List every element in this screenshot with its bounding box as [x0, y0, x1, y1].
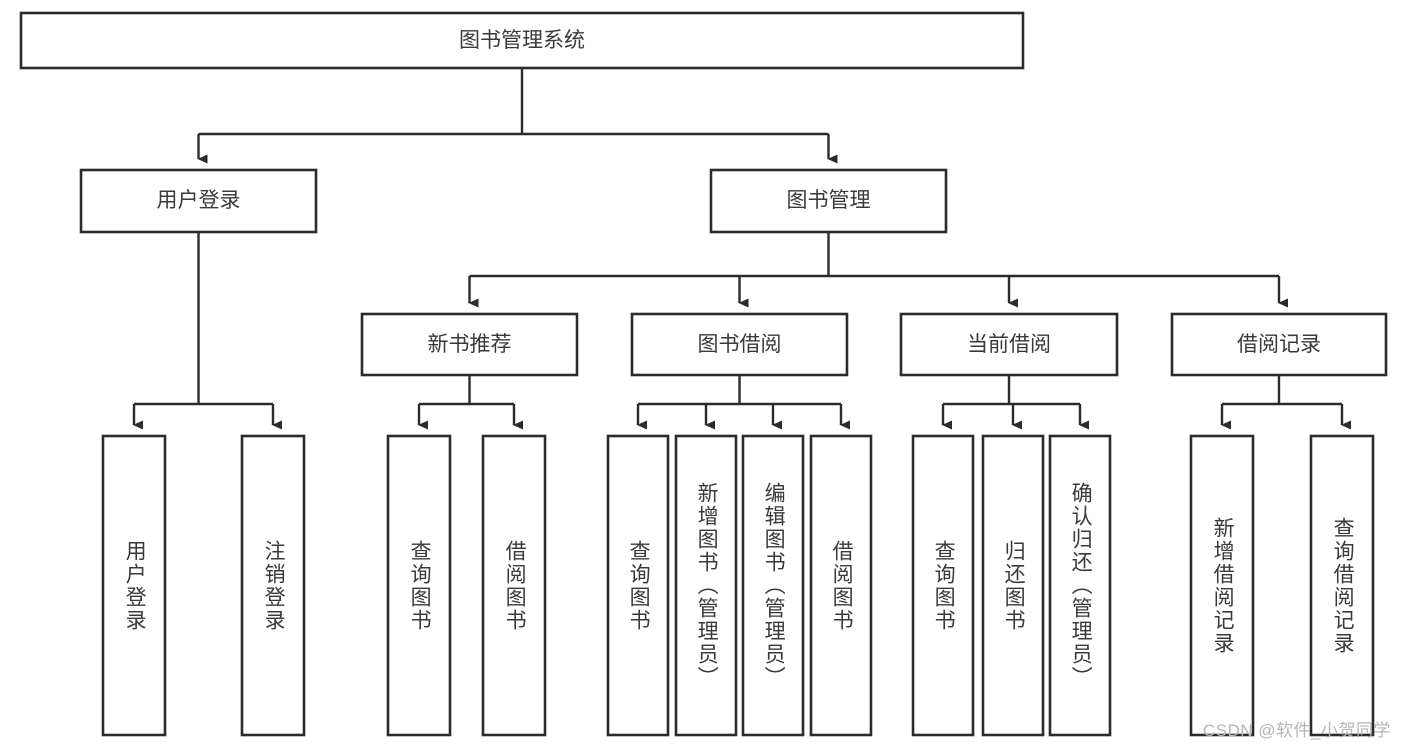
- csdn-watermark: CSDN @软件_小贺同学: [1202, 721, 1391, 740]
- node-box-leaf-4: [606, 434, 670, 737]
- node-box-leaf-0: [101, 434, 167, 737]
- node-box-leaf-7: [809, 434, 873, 737]
- node-box-leaf-6: [741, 434, 805, 737]
- node-box-level3-新书推荐: [360, 312, 579, 377]
- node-box-leaf-12: [1309, 434, 1375, 737]
- connectors-layer: [132, 68, 1351, 430]
- node-box-leaf-3: [481, 434, 547, 737]
- node-box-level2-用户登录: [79, 168, 318, 234]
- node-box-root: [19, 11, 1025, 70]
- node-box-leaf-8: [911, 434, 975, 737]
- node-box-leaf-9: [981, 434, 1045, 737]
- node-box-level3-借阅记录: [1170, 312, 1388, 377]
- node-box-level2-图书管理: [709, 168, 948, 234]
- node-box-leaf-1: [240, 434, 306, 737]
- node-box-leaf-10: [1048, 434, 1112, 737]
- node-box-leaf-5: [674, 434, 738, 737]
- node-box-level3-图书借阅: [630, 312, 849, 377]
- boxes-layer: [19, 11, 1388, 737]
- node-box-leaf-11: [1189, 434, 1255, 737]
- node-box-level3-当前借阅: [899, 312, 1119, 377]
- node-box-leaf-2: [386, 434, 452, 737]
